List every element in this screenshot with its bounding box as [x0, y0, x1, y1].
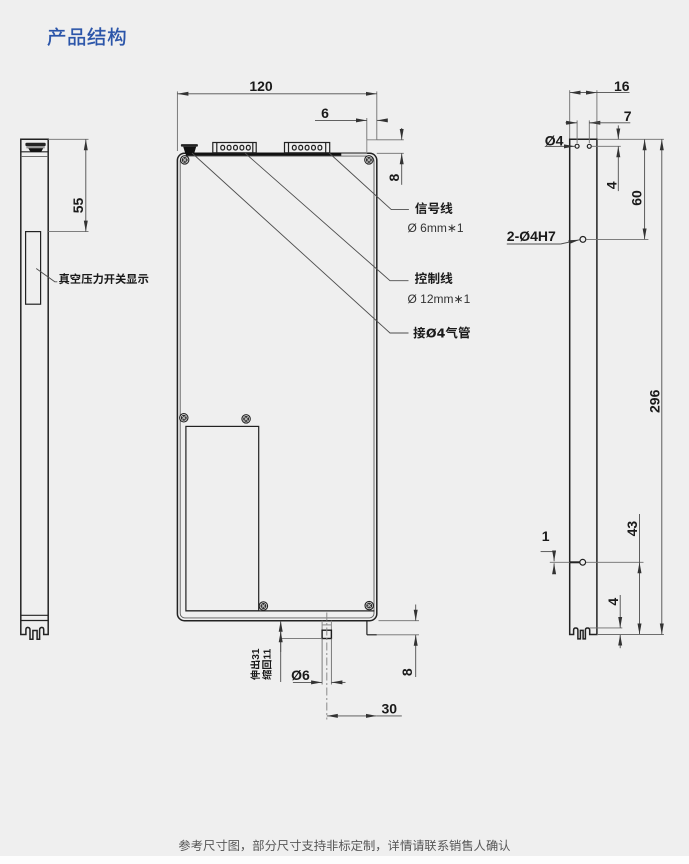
footer-note: 参考尺寸图，部分尺寸支持非标定制，详情请联系销售人确认: [178, 836, 511, 854]
dim-4-top-value: 4: [602, 181, 622, 189]
air-tube-label: 接Ø4气管: [413, 323, 470, 342]
dim-55-value: 55: [68, 198, 88, 214]
dim-1: 1: [540, 526, 570, 575]
display-label-callout: 真空压力开关显示: [35, 268, 149, 287]
right-top-hole-1: [574, 143, 580, 149]
page-title: 产品结构: [47, 21, 128, 50]
screw: [179, 413, 189, 423]
stroke-retract-value: 缩回11: [259, 648, 274, 679]
screw: [364, 155, 374, 165]
front-top-right-step: [366, 139, 377, 154]
dim-30: 30: [326, 699, 402, 719]
screw: [364, 600, 374, 611]
stroke-extend-value: 伸出31: [247, 648, 262, 680]
dim-296: 296: [596, 139, 664, 635]
front-body-outline: [176, 152, 378, 622]
dim-120-value: 120: [249, 76, 273, 96]
dim-7-value: 7: [624, 106, 632, 126]
dim-30-value: 30: [382, 699, 398, 719]
dowel-holes-callout: 2-Ø4H7: [506, 226, 580, 246]
screw: [258, 601, 269, 611]
right-dowel-hole-lower: [579, 558, 587, 566]
footer-strip: [0, 856, 689, 864]
dim-60: 60: [586, 139, 649, 240]
connector-1: [212, 141, 257, 154]
dim-6-value: 6: [321, 103, 329, 123]
dim-8-bottom: 8: [376, 604, 419, 677]
dim-4-bottom-value: 4: [603, 598, 623, 606]
display-label: 真空压力开关显示: [59, 271, 149, 287]
dim-8-top-value: 8: [384, 173, 404, 181]
dim-16-value: 16: [614, 76, 630, 96]
dim-stroke: 伸出31 缩回11: [247, 620, 323, 682]
connector-2: [283, 141, 331, 154]
screw: [241, 414, 251, 424]
control-wire-callout: 控制线 Ø 12mm∗1: [244, 152, 471, 306]
right-body-outline: [568, 138, 598, 640]
front-screws: [179, 155, 374, 611]
dim-7: 7: [565, 106, 632, 143]
dim-8-bottom-value: 8: [397, 668, 417, 676]
front-body-inner-line: [179, 155, 375, 619]
air-fitting: [180, 144, 198, 153]
dim-296-value: 296: [644, 389, 664, 413]
signal-wire-callout: 信号线 Ø 6mm∗1: [328, 152, 464, 235]
hole-dia-callout: Ø4: [544, 131, 575, 151]
right-dowel-hole-upper: [579, 235, 587, 243]
left-display-window: [25, 231, 42, 305]
dowel-holes-label: 2-Ø4H7: [507, 226, 556, 246]
dim-16: 16: [569, 76, 630, 139]
dim-43-value: 43: [622, 521, 642, 537]
screw: [179, 155, 190, 165]
right-side-view: 16 7 Ø4 4: [506, 76, 664, 649]
dim-60-value: 60: [627, 190, 647, 206]
right-top-hole-2: [586, 143, 592, 149]
front-bottom-right-step: [366, 620, 377, 636]
dim-6: 6: [315, 103, 388, 140]
control-wire-label: 控制线: [415, 268, 453, 287]
left-body-outline: [20, 138, 49, 640]
signal-wire-label: 信号线: [415, 198, 453, 217]
front-access-panel: [185, 425, 260, 612]
front-view: 120 6 8 信号线 Ø 6mm∗1 控制线: [176, 76, 471, 720]
dim-rod-diameter: Ø6: [291, 638, 346, 685]
signal-wire-spec: Ø 6mm∗1: [408, 221, 464, 235]
dim-1-value: 1: [542, 526, 550, 546]
air-tube-callout: 接Ø4气管: [191, 152, 471, 342]
control-wire-spec: Ø 12mm∗1: [408, 292, 471, 306]
left-side-view: 55 真空压力开关显示: [20, 138, 149, 640]
piston-rod: [321, 612, 333, 720]
left-top-connector: [25, 142, 46, 152]
hole-dia-label: Ø4: [545, 131, 564, 151]
dim-55: 55: [48, 138, 89, 233]
dim-8-top: 8: [376, 128, 404, 185]
dim-120: 120: [176, 76, 378, 151]
dim-4-top: 4: [591, 125, 664, 192]
dim-43: 43: [586, 514, 644, 635]
dim-rod-dia-value: Ø6: [291, 665, 310, 685]
dim-4-bottom: 4: [589, 595, 623, 649]
